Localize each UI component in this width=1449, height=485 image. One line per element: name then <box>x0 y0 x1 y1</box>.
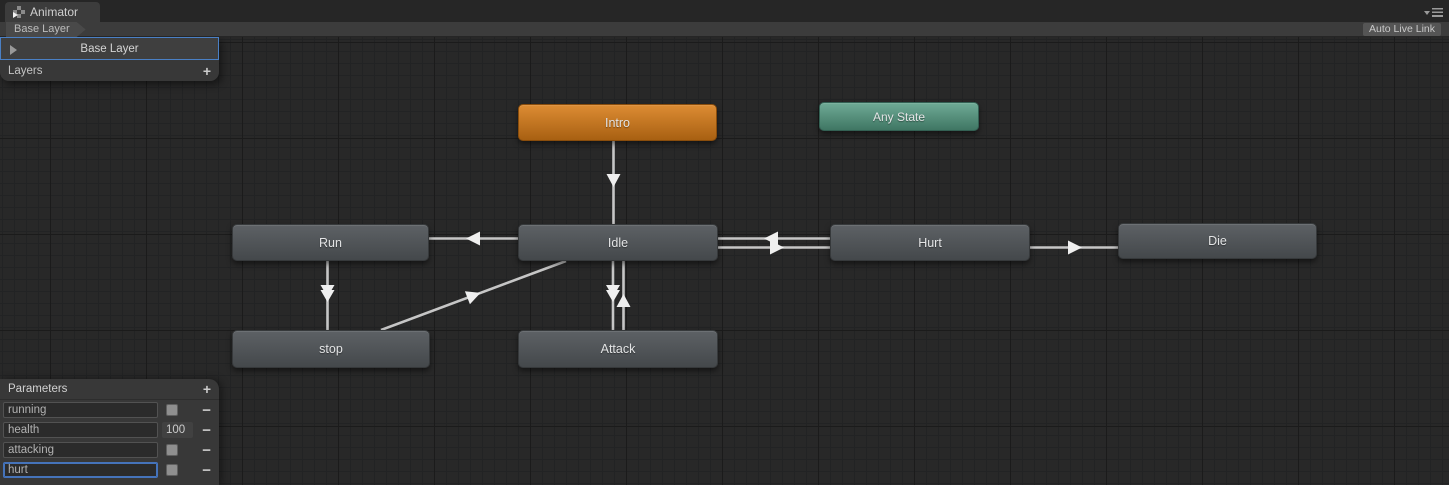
state-label: Intro <box>604 115 630 130</box>
transition-idle-to-hurt[interactable] <box>718 240 830 255</box>
layers-panel: Base Layer Layers + <box>0 37 219 81</box>
parameter-row-hurt: − <box>0 460 219 480</box>
remove-parameter-button[interactable]: − <box>202 401 211 419</box>
breadcrumb-toolbar: Base Layer Auto Live Link <box>0 22 1449 37</box>
parameter-bool-checkbox[interactable] <box>166 464 178 476</box>
window-menu-icon[interactable] <box>1424 8 1443 17</box>
caret-down-icon <box>1424 10 1430 15</box>
parameter-bool-checkbox[interactable] <box>166 444 178 456</box>
transition-hurt-to-die[interactable] <box>1030 240 1118 255</box>
layer-name: Base Layer <box>80 42 139 55</box>
state-node-any-state[interactable]: Any State <box>819 102 979 131</box>
graph-canvas[interactable] <box>0 37 1449 485</box>
tab-title: Animator <box>30 5 79 19</box>
add-parameter-button[interactable]: + <box>202 381 211 397</box>
parameter-bool-checkbox[interactable] <box>166 404 178 416</box>
state-node-stop[interactable]: stop <box>232 330 430 368</box>
add-layer-button[interactable]: + <box>202 62 211 79</box>
state-label: Idle <box>607 235 629 250</box>
transition-idle-to-attack[interactable] <box>606 261 620 330</box>
parameter-row-running: − <box>0 400 219 420</box>
state-label: Run <box>319 235 342 250</box>
parameter-int-field[interactable] <box>162 422 193 438</box>
state-node-die[interactable]: Die <box>1118 223 1317 259</box>
parameters-header: Parameters + <box>0 379 219 400</box>
parameters-title: Parameters <box>8 383 68 395</box>
animator-icon <box>13 6 25 18</box>
parameters-panel: Parameters + − − − − <box>0 379 219 485</box>
parameter-name-field[interactable] <box>3 442 158 458</box>
transition-run-to-stop[interactable] <box>320 261 335 330</box>
parameter-name-field[interactable] <box>3 422 158 438</box>
foldout-triangle-icon[interactable] <box>10 45 17 55</box>
state-node-run[interactable]: Run <box>232 224 429 261</box>
remove-parameter-button[interactable]: − <box>202 441 211 459</box>
remove-parameter-button[interactable]: − <box>202 461 211 479</box>
layers-label: Layers <box>8 64 43 77</box>
layer-row-base-layer[interactable]: Base Layer <box>0 37 219 60</box>
state-label: Any State <box>872 109 926 124</box>
parameter-row-attacking: − <box>0 440 219 460</box>
parameter-name-field[interactable] <box>3 402 158 418</box>
transition-attack-to-idle[interactable] <box>616 261 631 330</box>
transition-idle-to-run[interactable] <box>429 231 518 246</box>
parameter-row-health: − <box>0 420 219 440</box>
transition-intro-to-idle[interactable] <box>606 141 621 224</box>
tab-animator[interactable]: Animator <box>5 2 100 22</box>
state-label: Attack <box>600 342 636 356</box>
auto-live-link-button[interactable]: Auto Live Link <box>1363 23 1441 36</box>
tab-strip: Animator <box>0 0 1449 22</box>
hamburger-icon <box>1432 8 1443 17</box>
state-node-idle[interactable]: Idle <box>518 224 718 261</box>
state-node-attack[interactable]: Attack <box>518 330 718 368</box>
breadcrumb-base-layer[interactable]: Base Layer <box>6 22 86 37</box>
parameter-name-field-editing[interactable] <box>3 462 158 478</box>
layers-footer: Layers + <box>0 60 219 81</box>
state-label: Die <box>1208 234 1227 248</box>
state-label: stop <box>319 342 343 356</box>
transition-stop-to-idle[interactable] <box>380 259 567 332</box>
state-node-intro[interactable]: Intro <box>518 104 717 141</box>
transition-hurt-to-idle[interactable] <box>718 231 830 246</box>
remove-parameter-button[interactable]: − <box>202 421 211 439</box>
state-label: Hurt <box>918 235 942 250</box>
state-node-hurt[interactable]: Hurt <box>830 224 1030 261</box>
